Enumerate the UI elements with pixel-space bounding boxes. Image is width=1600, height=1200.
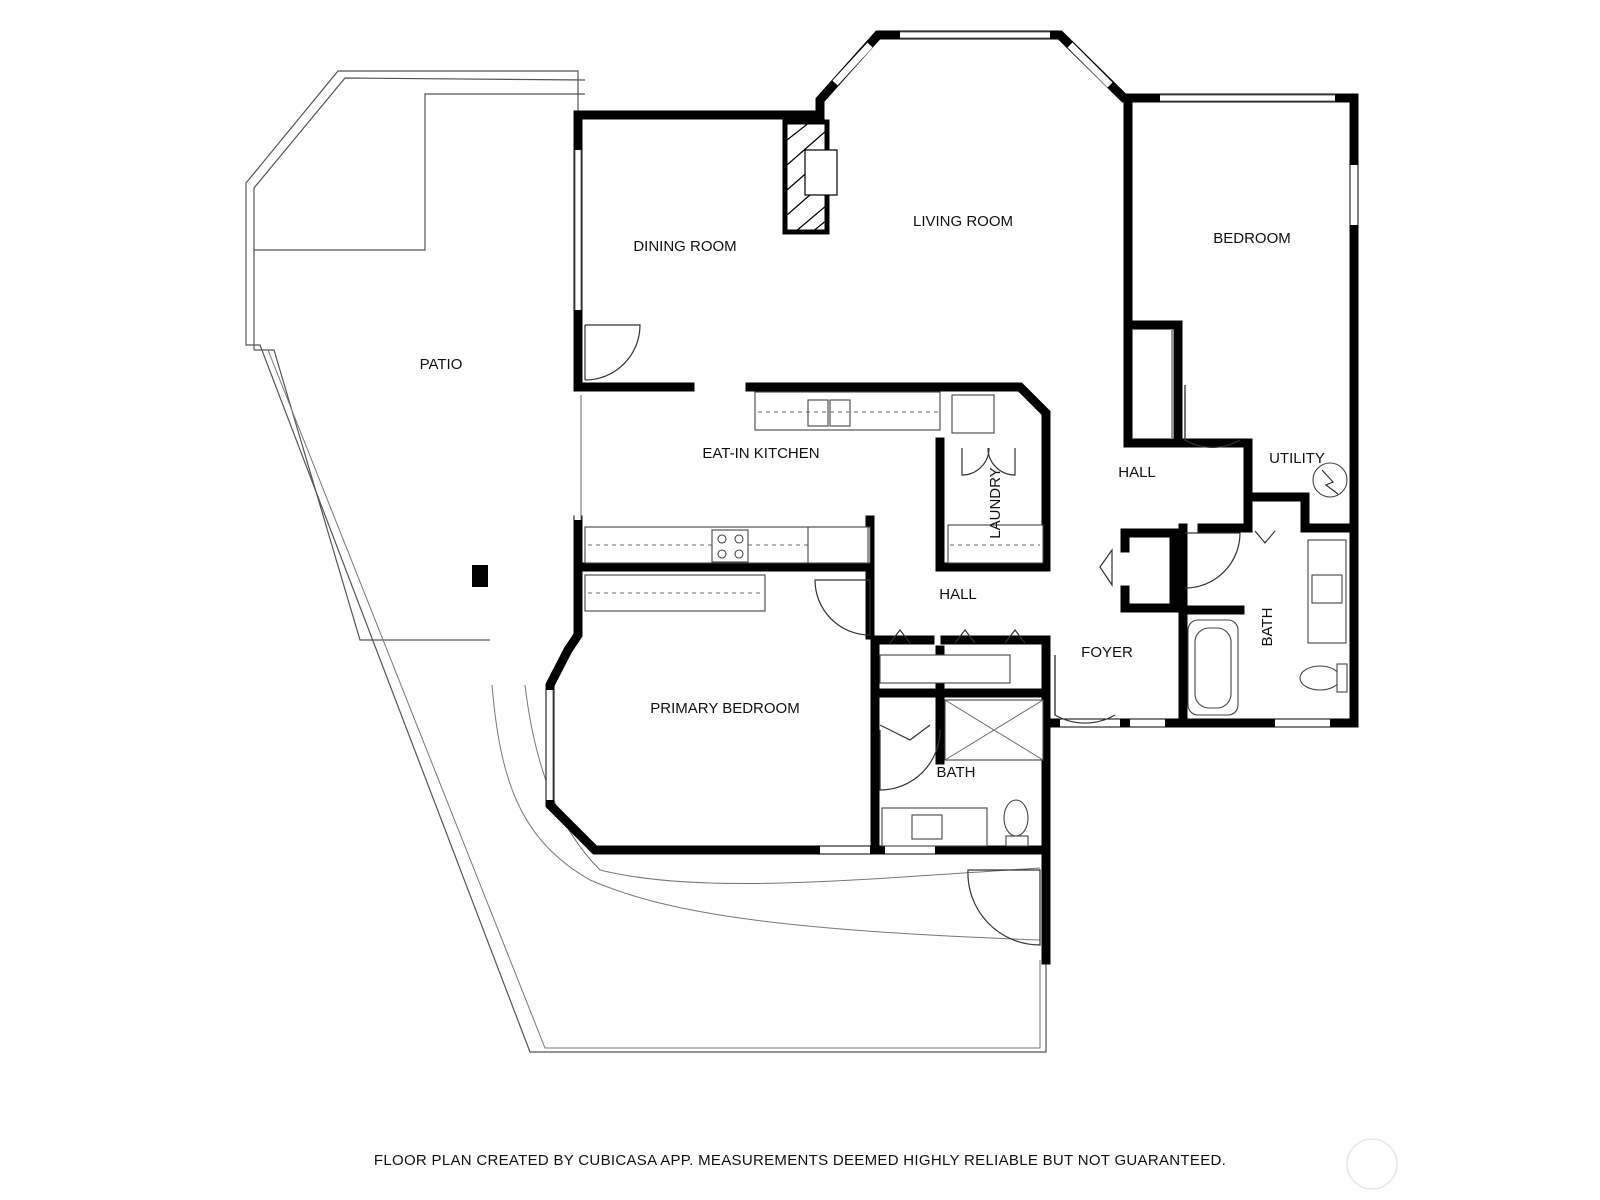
room-labels: PATIO DINING ROOM LIVING ROOM BEDROOM EA… bbox=[420, 213, 1325, 781]
water-heater-icon bbox=[1312, 462, 1348, 498]
label-hall-lower: HALL bbox=[939, 586, 977, 603]
label-hall-upper: HALL bbox=[1118, 464, 1156, 481]
label-laundry: LAUNDRY bbox=[987, 467, 1004, 538]
patio-outline bbox=[245, 70, 1047, 1053]
label-dining-room: DINING ROOM bbox=[633, 238, 736, 255]
label-bedroom: BEDROOM bbox=[1213, 230, 1291, 247]
kitchen-fixtures bbox=[584, 391, 941, 612]
windows bbox=[546, 31, 1358, 854]
label-bath-lower: BATH bbox=[937, 764, 976, 781]
watermark-logo bbox=[1346, 1138, 1398, 1190]
label-utility: UTILITY bbox=[1269, 450, 1325, 467]
label-eat-in-kitchen: EAT-IN KITCHEN bbox=[702, 445, 819, 462]
right-bath-fixtures bbox=[1187, 539, 1348, 716]
fireplace bbox=[782, 119, 838, 235]
label-bath-right: BATH bbox=[1259, 608, 1276, 647]
lower-bath-fixtures bbox=[879, 654, 1044, 847]
walls bbox=[545, 30, 1359, 965]
patio-post bbox=[472, 565, 488, 587]
label-foyer: FOYER bbox=[1081, 644, 1133, 661]
laundry-fixtures bbox=[947, 394, 1044, 564]
label-primary-bedroom: PRIMARY BEDROOM bbox=[650, 700, 799, 717]
label-living-room: LIVING ROOM bbox=[913, 213, 1013, 230]
doors bbox=[584, 324, 1276, 946]
footer-disclaimer: FLOOR PLAN CREATED BY CUBICASA APP. MEAS… bbox=[374, 1152, 1226, 1169]
label-patio: PATIO bbox=[420, 356, 463, 373]
